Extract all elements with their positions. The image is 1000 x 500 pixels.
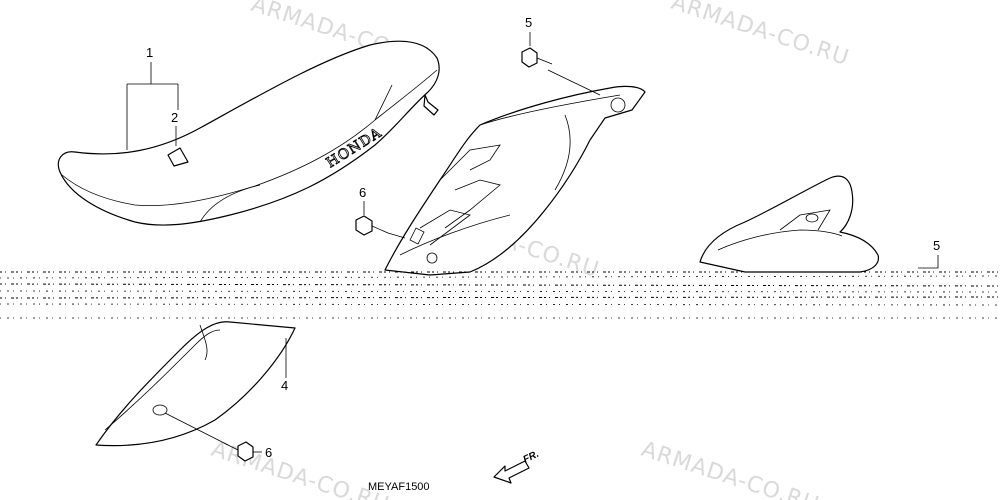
callout-5-top: 5 [525,15,532,30]
bolt-middle [355,215,389,236]
bolt-top [521,47,553,68]
callout-2: 2 [171,110,178,125]
callout-1: 1 [146,45,153,60]
watermark-bottom-right: ARMADA-CO.RU [638,437,822,500]
watermark-top-right: ARMADA-CO.RU [668,0,852,71]
callout-6-mid: 6 [359,185,366,200]
rear-fender-drawing [384,85,646,276]
watermark-bottom-left: ARMADA-CO.RU [208,437,392,500]
front-direction-marker: FR. [493,449,541,484]
rear-guard-drawing [699,175,880,273]
callout-5-right: 5 [933,238,940,253]
seat-drawing: HONDA [57,40,440,226]
callout-4: 4 [281,378,288,393]
callout-6-bottom: 6 [265,445,272,460]
bolt-bottom [223,441,254,462]
scan-noise-band [0,271,1000,319]
side-cover-drawing [95,321,296,447]
diagram-code: MEYAF1500 [368,481,430,493]
front-direction-label: FR. [521,449,540,466]
